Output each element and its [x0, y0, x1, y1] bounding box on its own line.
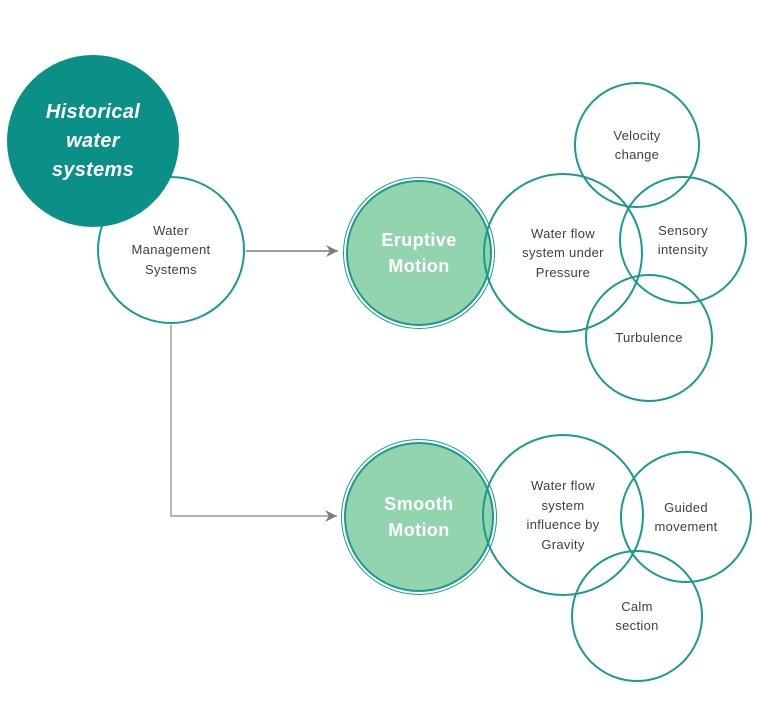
node-label: Calm section: [615, 598, 659, 634]
node-calm-section[interactable]: Calm section: [571, 550, 703, 682]
node-label: Water Management Systems: [131, 222, 211, 277]
node-label: Eruptive Motion: [381, 229, 457, 276]
node-eruptive-motion[interactable]: Eruptive Motion: [343, 177, 495, 329]
node-label: Velocity change: [613, 127, 661, 163]
node-label: Water flow system under Pressure: [522, 225, 604, 280]
node-label: Historical water systems: [45, 100, 141, 181]
node-label: Sensory intensity: [657, 222, 709, 258]
node-label: Turbulence: [615, 330, 683, 346]
connector-wms-to-smooth: [170, 325, 337, 522]
node-label: Water flow system influence by Gravity: [526, 478, 600, 552]
node-historical-water-systems[interactable]: Historical water systems: [7, 55, 179, 227]
node-water-flow-gravity[interactable]: Water flow system influence by Gravity: [482, 434, 644, 596]
node-label: Guided movement: [654, 499, 718, 535]
node-turbulence[interactable]: Turbulence: [585, 274, 713, 402]
node-label: Smooth Motion: [384, 493, 454, 540]
node-smooth-motion[interactable]: Smooth Motion: [341, 439, 497, 595]
